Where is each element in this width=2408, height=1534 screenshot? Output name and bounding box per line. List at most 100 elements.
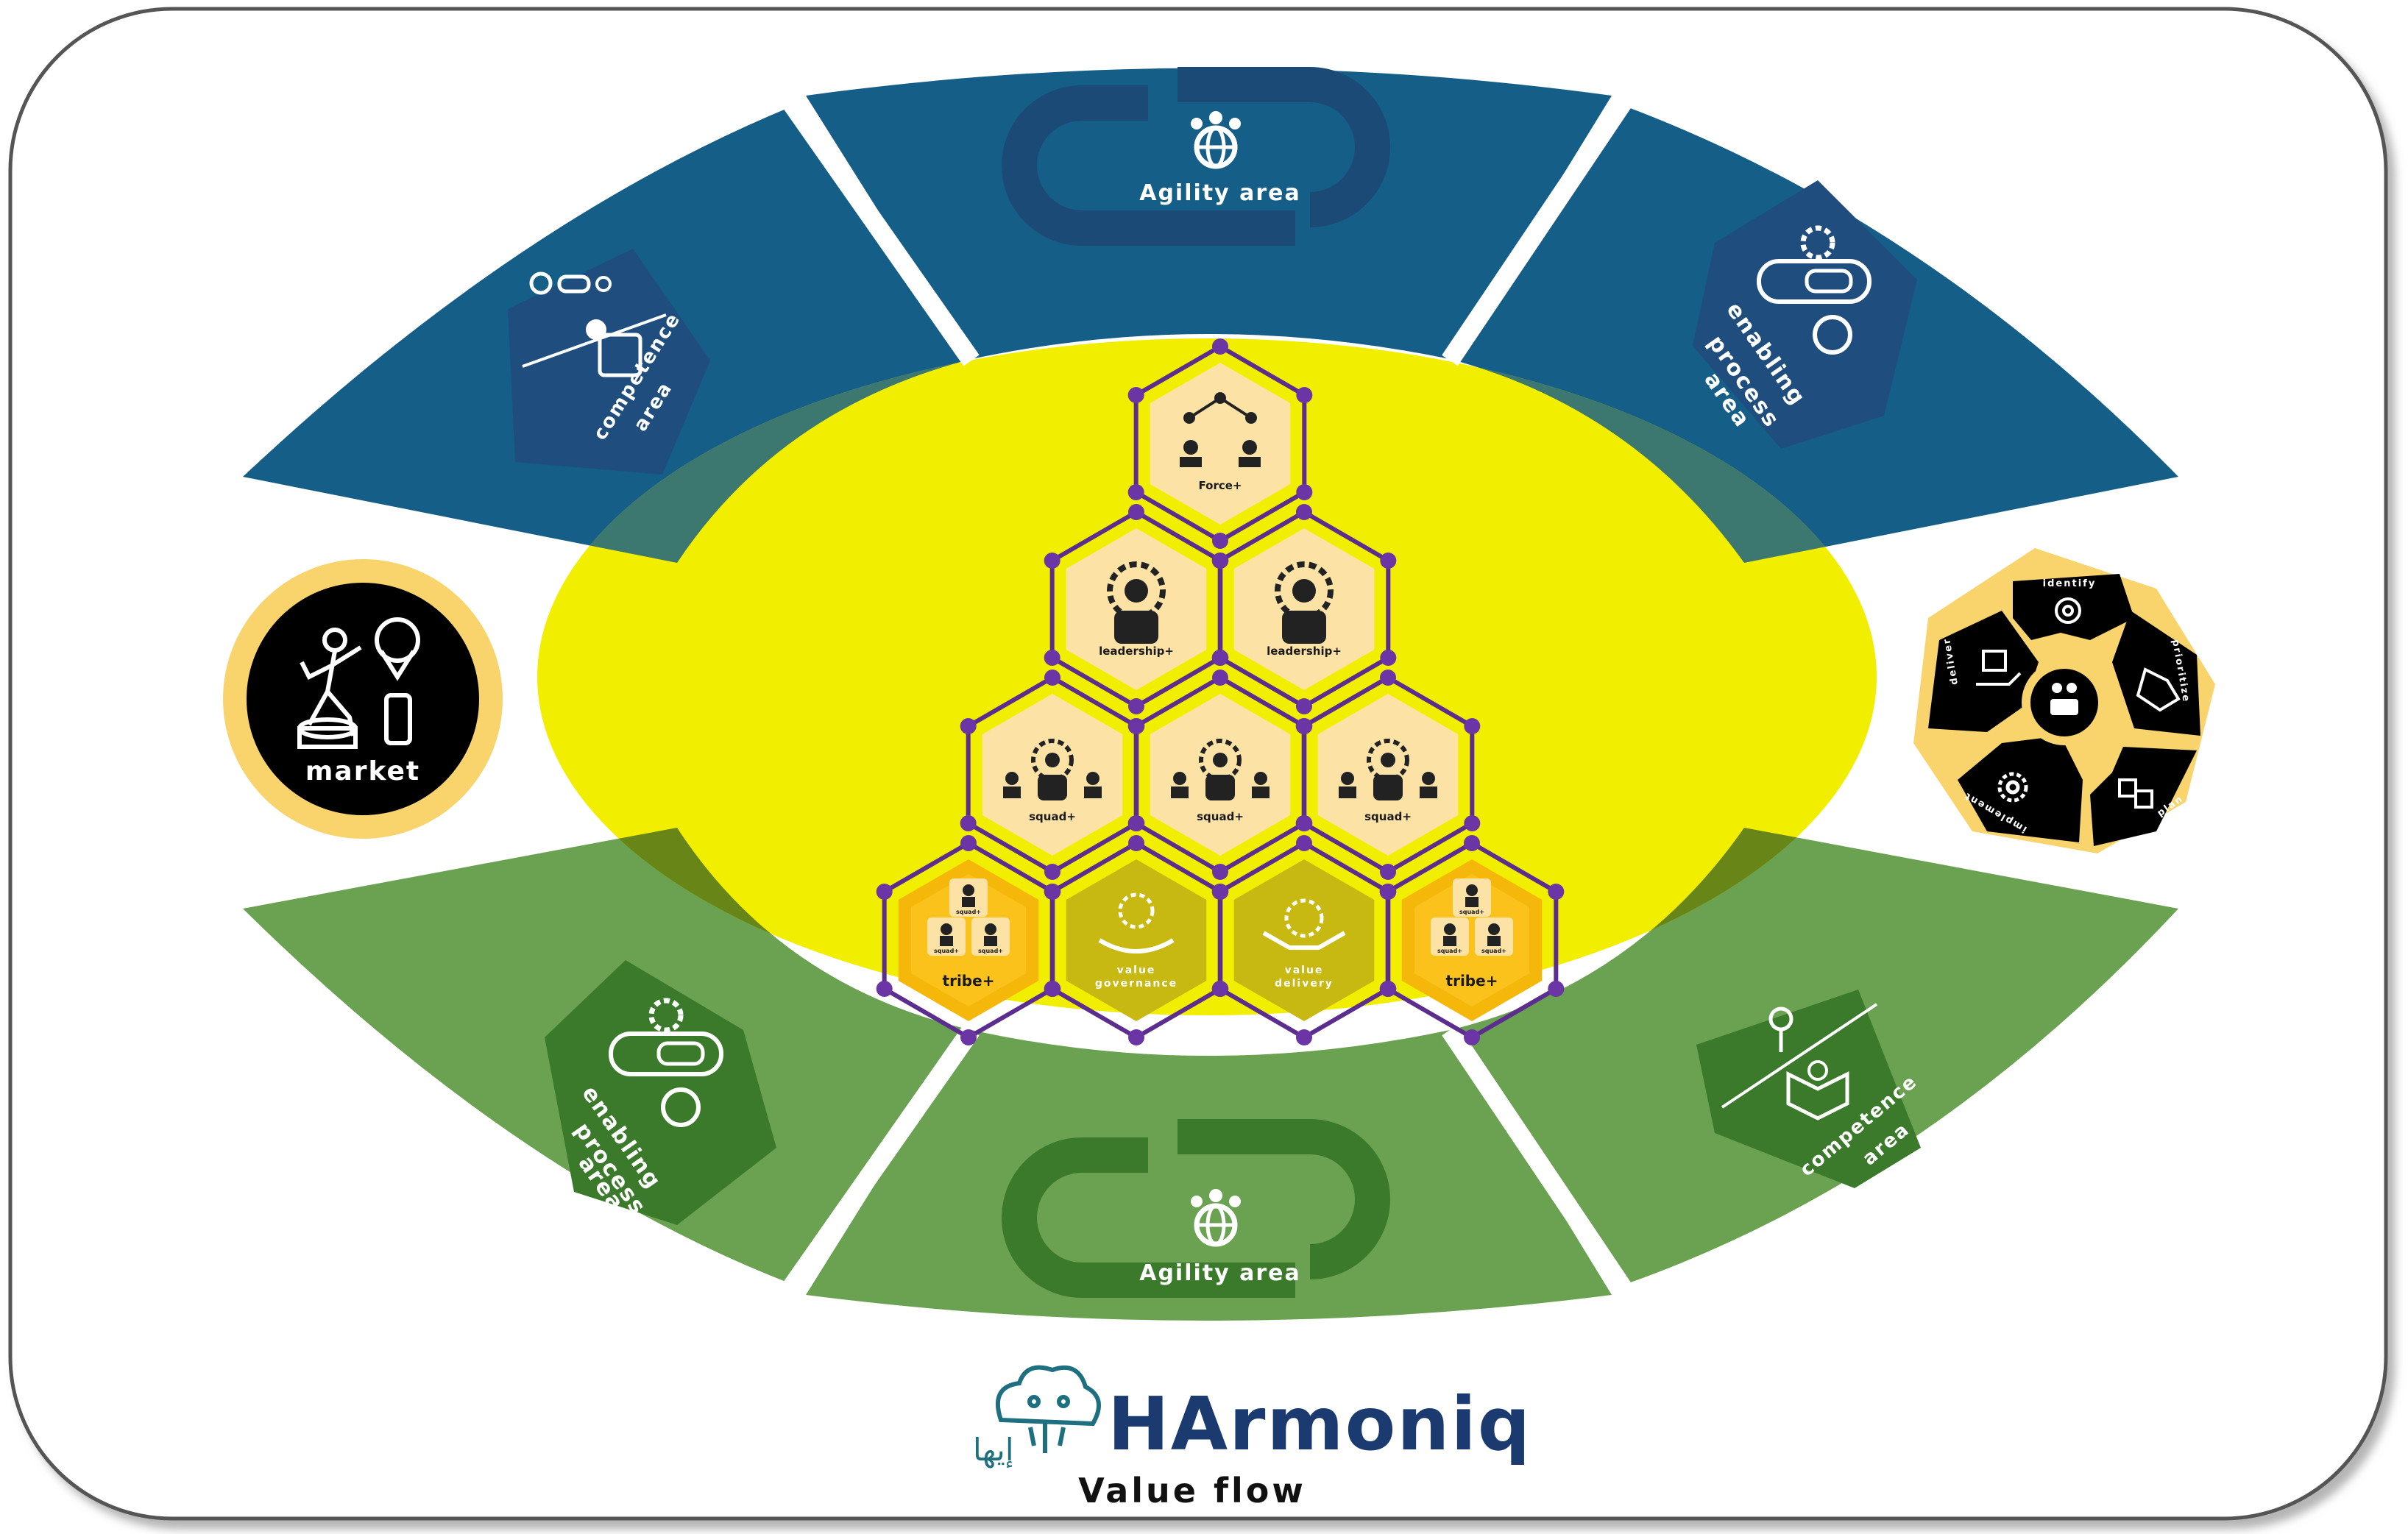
hex-node bbox=[1295, 815, 1312, 831]
hex-node bbox=[1212, 533, 1228, 549]
pyramid-cell-tribe[interactable]: squad+squad+squad+tribe+ bbox=[876, 835, 1061, 1045]
hex-node bbox=[1380, 650, 1397, 666]
hex-node bbox=[960, 718, 977, 734]
hex-node bbox=[1128, 504, 1144, 520]
wheel-segment-identify[interactable] bbox=[2013, 574, 2134, 640]
team-gear-icon bbox=[1339, 739, 1437, 800]
box-hand-icon bbox=[1976, 650, 2022, 686]
team-gear-icon bbox=[1003, 739, 1102, 800]
team-gear-icon bbox=[1171, 739, 1269, 800]
agility-area-top: Agility area bbox=[1139, 111, 1301, 206]
hex-node bbox=[1464, 718, 1481, 734]
hex-node bbox=[1212, 864, 1228, 880]
leader-gear-icon bbox=[1107, 561, 1166, 644]
hex-node bbox=[1380, 553, 1397, 569]
hex-node bbox=[1464, 1029, 1480, 1045]
ideas-book-icon bbox=[1721, 1003, 1878, 1121]
pyramid-cell-label-line2: governance bbox=[1095, 978, 1178, 990]
hex-node bbox=[1379, 884, 1396, 900]
hex-node bbox=[1044, 670, 1060, 686]
gear-chain-clock-icon bbox=[1757, 225, 1871, 355]
hex-node bbox=[1296, 504, 1312, 520]
hex-node bbox=[1044, 884, 1060, 900]
hex-node bbox=[1548, 981, 1565, 997]
mini-squad-label: squad+ bbox=[1437, 948, 1462, 954]
hex-node bbox=[1127, 815, 1144, 831]
agility-loop-top bbox=[1002, 85, 1295, 246]
gear-icon bbox=[1997, 772, 2028, 803]
pyramid-cell-label: tribe+ bbox=[943, 972, 995, 990]
globe-people-icon bbox=[1191, 1189, 1241, 1247]
hex-node bbox=[1044, 553, 1060, 569]
hex-node bbox=[960, 1029, 977, 1045]
handshake-icon bbox=[2136, 667, 2181, 712]
mini-squad-label: squad+ bbox=[956, 909, 981, 915]
hex-node bbox=[1127, 387, 1144, 403]
enabling-hex-bottom bbox=[545, 960, 776, 1225]
hex-node bbox=[1211, 884, 1228, 900]
agility-loop-bottom bbox=[1002, 1137, 1295, 1298]
tribe-squads-icon: squad+squad+squad+ bbox=[1431, 878, 1513, 956]
mini-squad-label: squad+ bbox=[978, 948, 1003, 954]
hex-node bbox=[1212, 670, 1228, 686]
hex-node bbox=[1128, 1029, 1144, 1045]
hex-node bbox=[1380, 670, 1396, 686]
hex-node bbox=[1211, 553, 1228, 569]
pyramid-cell-label-line2: delivery bbox=[1275, 978, 1334, 990]
leader-gear-icon bbox=[1275, 561, 1334, 644]
agility-label-top: Agility area bbox=[1139, 180, 1301, 206]
hex-node bbox=[1211, 981, 1228, 997]
market-label: market bbox=[305, 756, 420, 786]
pyramid-cell-label: leadership+ bbox=[1267, 645, 1342, 658]
hex-node bbox=[1127, 484, 1144, 500]
brand-name: HArmoniq bbox=[1108, 1381, 1531, 1467]
pyramid-cell-force[interactable]: Force+ bbox=[1127, 338, 1313, 549]
hex-node bbox=[1128, 835, 1144, 851]
pyramid-cell-lead[interactable]: leadership+ bbox=[1211, 504, 1397, 714]
wheel-segment-prioritize[interactable] bbox=[2112, 611, 2200, 736]
pyramid-cell-label: tribe+ bbox=[1446, 972, 1498, 990]
hex-node bbox=[1128, 698, 1144, 714]
hex-node bbox=[1044, 981, 1060, 997]
pyramid-cell-squad[interactable]: squad+ bbox=[1295, 670, 1481, 880]
hex-node bbox=[1296, 1029, 1312, 1045]
hands-gear-icon bbox=[1098, 892, 1175, 954]
agility-area-bottom: Agility area bbox=[1139, 1189, 1301, 1286]
pyramid-cell-label: leadership+ bbox=[1099, 645, 1174, 658]
puzzle-icon bbox=[2118, 778, 2153, 809]
hex-node bbox=[1295, 718, 1312, 734]
hex-pyramid: Force+leadership+leadership+squad+squad+… bbox=[876, 338, 1565, 1045]
globe-people-icon bbox=[1191, 111, 1241, 169]
hex-node bbox=[1127, 718, 1144, 734]
pyramid-cell-lead[interactable]: leadership+ bbox=[1044, 504, 1229, 714]
hex-node bbox=[960, 815, 977, 831]
hex-node bbox=[876, 981, 893, 997]
pyramid-cell-label-line1: value bbox=[1285, 965, 1324, 976]
wheel-segment-plan[interactable] bbox=[2090, 747, 2197, 846]
enabling-hex-top bbox=[1693, 180, 1917, 449]
hex-node bbox=[960, 835, 977, 851]
hex-node bbox=[1044, 650, 1060, 666]
wheel-label-identify: identify bbox=[2043, 578, 2097, 589]
yellow-core-oval bbox=[537, 338, 1877, 1015]
hex-node bbox=[1464, 815, 1481, 831]
hex-node bbox=[1379, 981, 1396, 997]
pyramid-cell-squad[interactable]: squad+ bbox=[960, 670, 1145, 880]
gear-chain-idea-icon bbox=[522, 271, 667, 377]
tribe-squads-icon: squad+squad+squad+ bbox=[927, 878, 1010, 956]
cycle-wheel: identify prioritize plan implement deliv… bbox=[1913, 548, 2215, 853]
hex-node bbox=[1296, 698, 1312, 714]
hex-node bbox=[1212, 338, 1228, 355]
hex-node bbox=[1044, 864, 1060, 880]
hex-node bbox=[1211, 650, 1228, 666]
competence-hex-bottom bbox=[1696, 990, 1921, 1188]
wheel-segment-implement[interactable] bbox=[1958, 736, 2083, 842]
climber-location-icon bbox=[297, 617, 420, 749]
hex-node bbox=[1380, 864, 1396, 880]
handshake-gear-icon bbox=[1262, 898, 1346, 950]
pyramid-cell-tribe[interactable]: squad+squad+squad+ tribe+ bbox=[1379, 835, 1565, 1045]
brand-block: إيها HArmoniq Value flow bbox=[973, 1365, 1531, 1510]
agility-label-bottom: Agility area bbox=[1139, 1260, 1301, 1286]
brand-arabic: إيها bbox=[973, 1432, 1014, 1469]
